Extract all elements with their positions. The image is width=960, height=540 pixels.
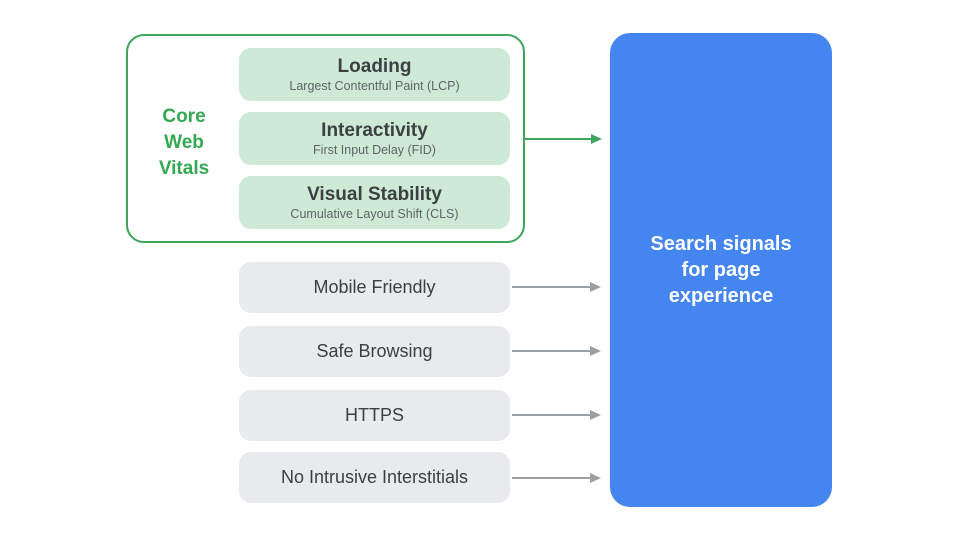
- core-web-vitals-arrow: [525, 132, 602, 146]
- signal-arrow-safe-browsing: [512, 344, 601, 358]
- arrow-shaft: [512, 414, 592, 416]
- arrow-shaft: [512, 477, 592, 479]
- vital-title: Visual Stability: [307, 183, 442, 205]
- vital-subtitle: First Input Delay (FID): [313, 142, 436, 157]
- vital-subtitle: Largest Contentful Paint (LCP): [289, 78, 460, 93]
- arrow-shaft: [525, 138, 593, 140]
- core-web-vitals-label: Core Web Vitals: [134, 104, 234, 182]
- arrow-head-icon: [590, 346, 601, 356]
- result-line: Search signals: [650, 233, 792, 255]
- signal-arrow-mobile-friendly: [512, 280, 601, 294]
- core-web-vitals-label-line: Vitals: [158, 158, 210, 179]
- vital-box-interactivity: Interactivity First Input Delay (FID): [239, 112, 510, 165]
- arrow-head-icon: [591, 134, 602, 144]
- arrow-head-icon: [590, 282, 601, 292]
- result-line: for page: [681, 259, 761, 281]
- signal-box-safe-browsing: Safe Browsing: [239, 326, 510, 377]
- arrow-shaft: [512, 350, 592, 352]
- vital-box-visual-stability: Visual Stability Cumulative Layout Shift…: [239, 176, 510, 229]
- signal-arrow-https: [512, 408, 601, 422]
- signal-arrow-no-intrusive-interstitials: [512, 471, 601, 485]
- vital-title: Interactivity: [321, 119, 428, 141]
- search-signals-result-box: Search signals for page experience: [610, 33, 832, 507]
- result-line: experience: [668, 285, 774, 307]
- vital-box-loading: Loading Largest Contentful Paint (LCP): [239, 48, 510, 101]
- arrow-head-icon: [590, 473, 601, 483]
- vital-title: Loading: [337, 55, 412, 77]
- arrow-shaft: [512, 286, 592, 288]
- core-web-vitals-label-line: Core: [162, 106, 206, 127]
- signal-box-no-intrusive-interstitials: No Intrusive Interstitials: [239, 452, 510, 503]
- signal-box-mobile-friendly: Mobile Friendly: [239, 262, 510, 313]
- signal-box-https: HTTPS: [239, 390, 510, 441]
- arrow-head-icon: [590, 410, 601, 420]
- core-web-vitals-label-line: Web: [164, 132, 204, 153]
- vital-subtitle: Cumulative Layout Shift (CLS): [290, 206, 459, 221]
